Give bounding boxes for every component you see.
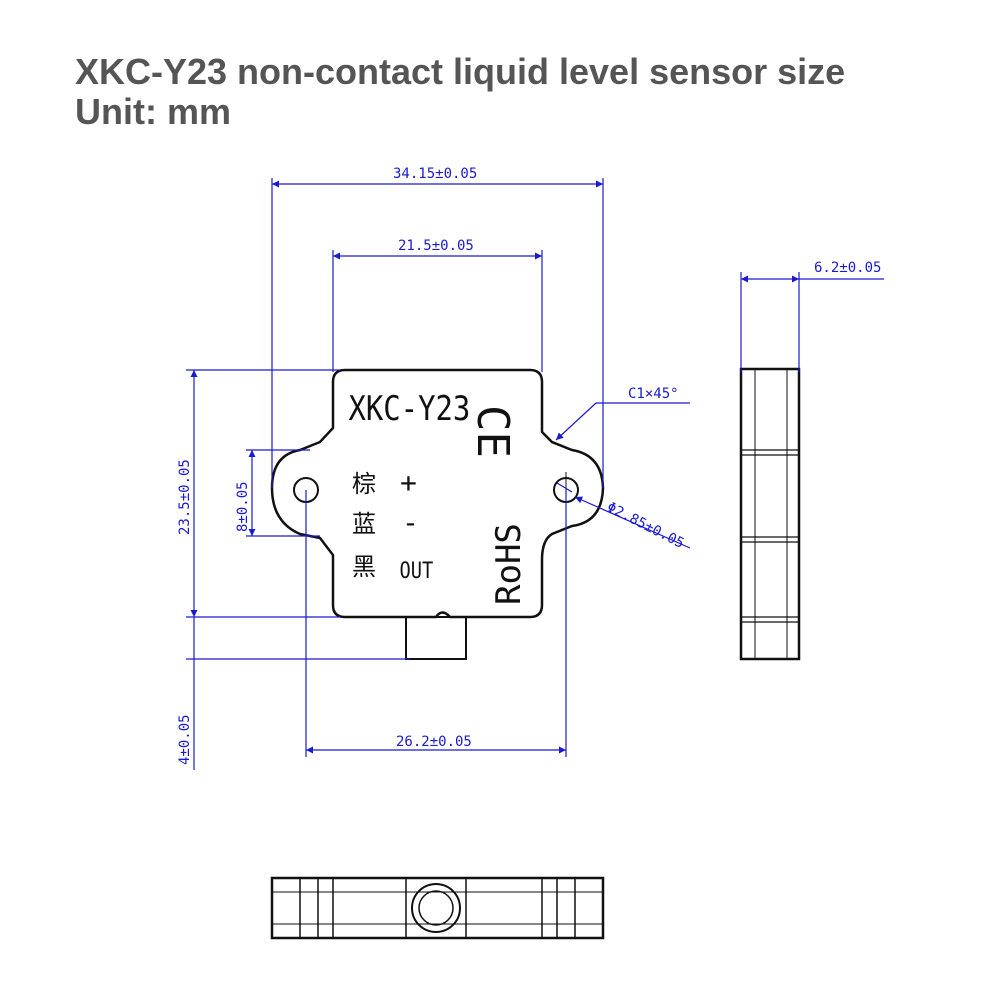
body-width-label: 21.5±0.05 <box>398 238 474 254</box>
side-dimensions <box>740 272 884 372</box>
front-dimensions <box>186 178 691 770</box>
chamfer-label: C1×45° <box>628 386 679 402</box>
pin-char-2: 蓝 <box>352 510 376 538</box>
height-label: 23.5±0.05 <box>177 459 193 535</box>
bottom-view <box>270 876 605 940</box>
ear-height-label: 8±0.05 <box>235 481 251 532</box>
plus-label: + <box>400 466 417 499</box>
pin-char-1: 棕 <box>352 470 376 498</box>
side-view <box>739 367 801 661</box>
page-title: XKC-Y23 non-contact liquid level sensor … <box>75 52 845 132</box>
model-label: XKC-Y23 <box>349 390 471 429</box>
ce-mark: CE <box>467 405 518 458</box>
out-label: OUT <box>400 558 434 584</box>
title-line: XKC-Y23 non-contact liquid level sensor … <box>75 51 846 92</box>
bottom-tab <box>405 616 467 660</box>
hole-diameter-label: Φ2.85±0.05 <box>604 499 686 552</box>
minus-label: - <box>402 506 419 539</box>
thickness-label: 6.2±0.05 <box>814 260 881 276</box>
overall-width-label: 34.15±0.05 <box>393 166 477 182</box>
rohs-mark: RoHS <box>489 523 529 605</box>
tab-height-label: 4±0.05 <box>177 714 193 765</box>
pin-char-3: 黑 <box>352 553 376 581</box>
front-view: XKC-Y23 棕 蓝 黑 + - OUT CE RoHS <box>270 368 605 660</box>
unit-line: Unit: mm <box>75 91 231 132</box>
hole-spacing-label: 26.2±0.05 <box>396 734 472 750</box>
